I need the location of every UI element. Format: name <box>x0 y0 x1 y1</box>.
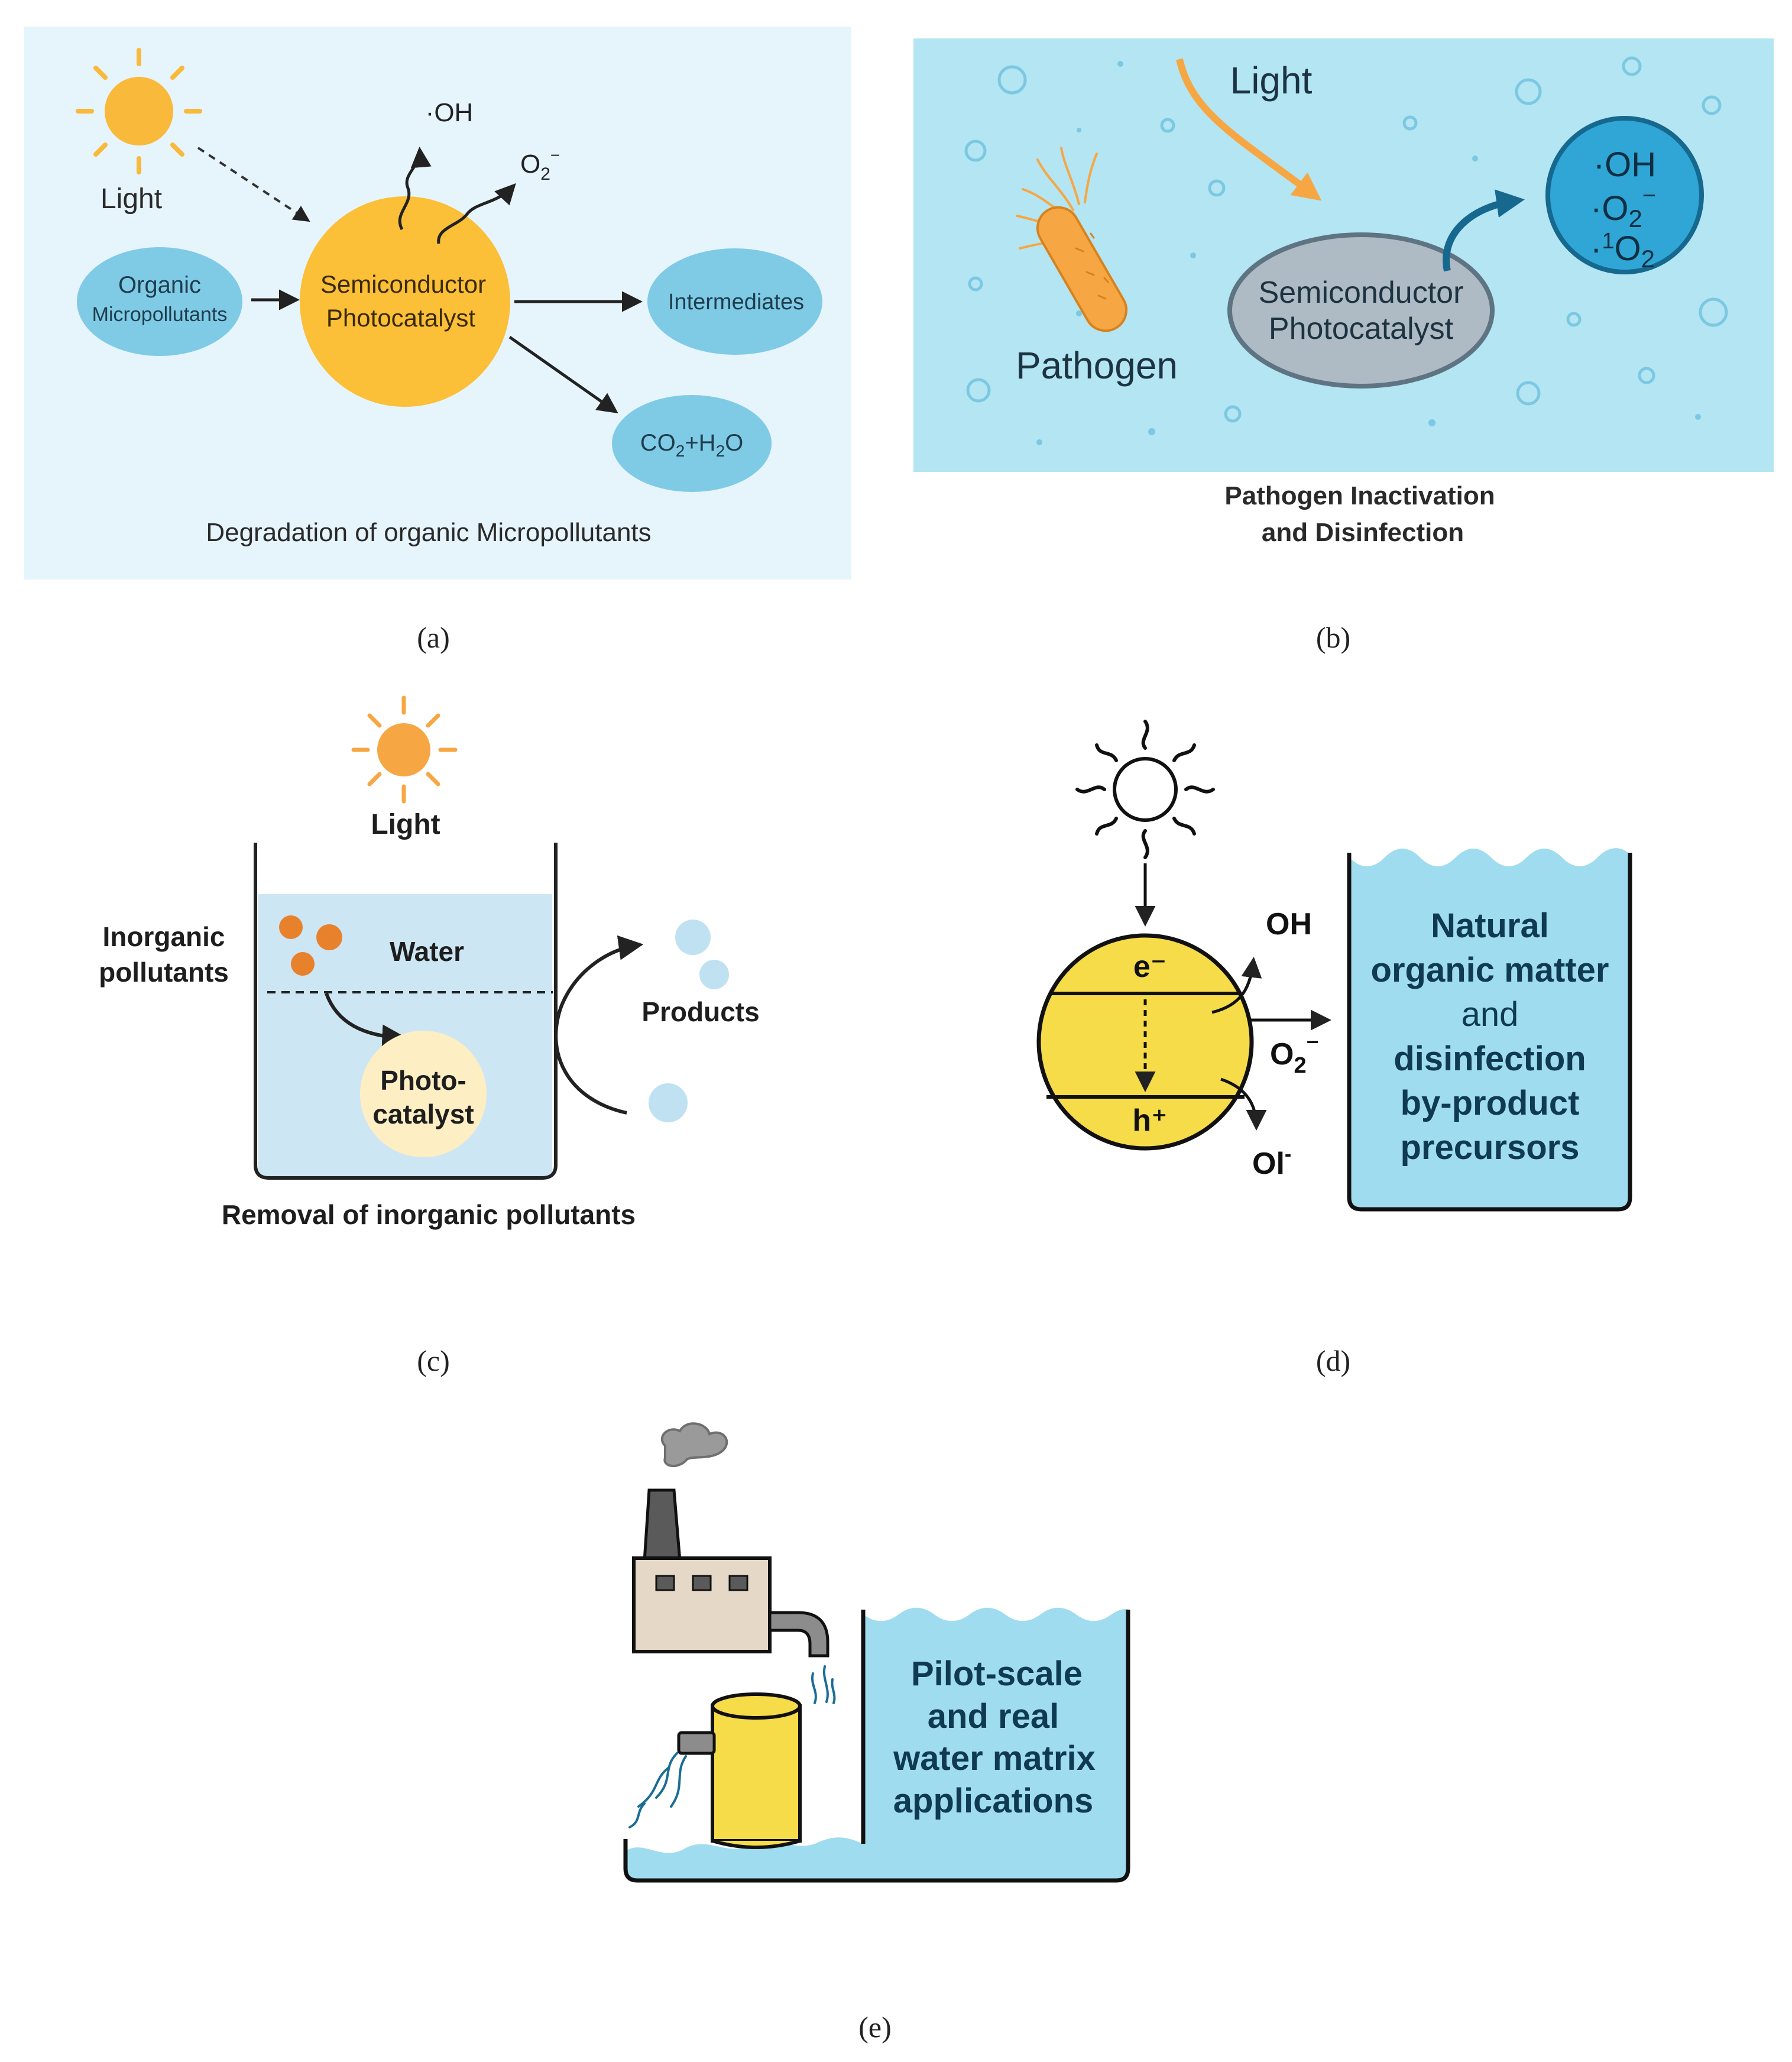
oh-arrow <box>1211 957 1262 1014</box>
ros-curved-arrow <box>1443 189 1525 272</box>
organic-label: Organic <box>118 272 201 298</box>
light-label-c: Light <box>371 809 440 840</box>
products-arc-arrow <box>554 935 644 1115</box>
pathogen-label: Pathogen <box>1016 344 1178 387</box>
light-arrow <box>197 147 310 222</box>
co2-h2o-ellipse <box>612 395 772 492</box>
product-bubbles <box>649 920 729 1122</box>
panel-c-tag: (c) <box>417 1344 450 1377</box>
inorganic-label-line1: Inorganic <box>102 921 225 952</box>
o2-label-d: O2− <box>1270 1030 1319 1078</box>
micropollutants-label: Micropollutants <box>92 303 228 326</box>
ros-singlet-oxygen-label: ·1O2 <box>1590 229 1655 273</box>
panel-c: Light Water Inorganic pollutants Photo- … <box>99 695 760 1230</box>
panel-a-tag: (a) <box>417 621 450 654</box>
catalyst-b-line2: Photocatalyst <box>1269 312 1454 346</box>
nom-line-4: disinfection <box>1394 1040 1586 1078</box>
sun-icon <box>76 48 202 174</box>
photocatalyst-circle <box>360 1031 487 1157</box>
ol-label-d: Ol- <box>1252 1143 1291 1181</box>
semiconductor-photocatalyst-circle <box>300 196 510 407</box>
beaker <box>254 843 558 1180</box>
light-label: Light <box>101 183 162 215</box>
pilot-line-2: and real <box>928 1697 1059 1736</box>
panel-e: Pilot-scale and real water matrix applic… <box>623 1422 1130 1883</box>
oh-radical-label: ·OH <box>426 98 474 127</box>
pilot-line-4: applications <box>893 1782 1093 1820</box>
panel-b: Light Pathogen Semiconduct <box>913 38 1774 472</box>
pilot-tank-text: Pilot-scale and real water matrix applic… <box>893 1655 1096 1820</box>
co2-h2o-label: CO2+H2O <box>640 430 744 460</box>
panel-c-caption: Removal of inorganic pollutants <box>222 1199 636 1230</box>
nom-tank-water <box>1349 848 1630 1209</box>
inorganic-label-line2: pollutants <box>99 957 229 988</box>
electron-label: e⁻ <box>1133 950 1166 984</box>
panel-a: Light Organic Micropollutants Semiconduc… <box>24 27 851 580</box>
ros-oh-label: ·OH <box>1593 145 1656 184</box>
pathogen-icon <box>1016 147 1127 332</box>
bubbles <box>964 56 1728 423</box>
oh-label-d: OH <box>1266 907 1312 941</box>
pilot-tank-water <box>626 1607 1128 1880</box>
dots <box>1036 61 1701 445</box>
pilot-tank-outline <box>623 1610 1130 1883</box>
oh-wavy-arrow <box>398 147 432 231</box>
pilot-line-1: Pilot-scale <box>911 1655 1083 1693</box>
panel-e-tag: (e) <box>858 2011 892 2044</box>
hole-label: h⁺ <box>1132 1103 1167 1138</box>
nom-line-6: precursors <box>1400 1128 1579 1167</box>
panel-b-caption-line2: and Disinfection <box>1262 518 1464 547</box>
semiconductor-photocatalyst-ellipse <box>1227 232 1495 389</box>
arrow-to-photocatalyst <box>325 992 407 1050</box>
intermediates-ellipse <box>647 248 822 355</box>
o2-radical-label: O2− <box>520 146 560 184</box>
nom-line-3: and <box>1462 995 1519 1034</box>
nom-tank-outline <box>1347 853 1632 1212</box>
falling-water-icon <box>811 1665 836 1704</box>
nom-tank-text: Natural organic matter and disinfection … <box>1371 907 1609 1167</box>
catalyst-line2: Photocatalyst <box>326 304 475 332</box>
water-label: Water <box>390 936 464 967</box>
panel-d-tag: (d) <box>1316 1344 1350 1377</box>
o2-wavy-arrow <box>437 183 516 244</box>
panel-b-tag: (b) <box>1316 621 1350 654</box>
nom-line-1: Natural <box>1431 907 1549 945</box>
discharge-pipe <box>768 1611 829 1658</box>
nom-line-2: organic matter <box>1371 951 1609 989</box>
catalyst-b-line1: Semiconductor <box>1259 276 1464 310</box>
nom-line-5: by-product <box>1401 1084 1580 1122</box>
organic-micropollutants-ellipse <box>77 247 242 356</box>
photocatalyst-label-line2: catalyst <box>372 1099 474 1129</box>
reactor-tank-icon <box>677 1692 802 1849</box>
products-label: Products <box>641 996 759 1027</box>
light-curved-arrow <box>1176 58 1322 201</box>
factory-icon <box>632 1422 772 1653</box>
pilot-line-3: water matrix <box>893 1739 1096 1778</box>
ros-circle <box>1545 116 1704 274</box>
sun-outline-icon <box>1075 720 1215 859</box>
inorganic-pollutant-dots <box>279 915 342 976</box>
panel-a-caption: Degradation of organic Micropollutants <box>206 518 651 547</box>
photocatalyst-label-line1: Photo- <box>380 1065 466 1096</box>
ol-arrow <box>1220 1077 1267 1131</box>
splash-water-icon <box>628 1752 687 1828</box>
catalyst-line1: Semiconductor <box>320 270 486 298</box>
panel-d: e⁻ h⁺ OH O2− Ol- Natural organic matter … <box>1036 720 1632 1212</box>
intermediates-label: Intermediates <box>668 290 804 315</box>
arrow-to-co2-h2o <box>508 335 618 414</box>
sun-icon-c <box>351 695 458 804</box>
light-label-b: Light <box>1230 59 1313 102</box>
panel-b-caption-line1: Pathogen Inactivation <box>1224 481 1495 510</box>
ros-o2-label: ·O2− <box>1590 183 1656 232</box>
